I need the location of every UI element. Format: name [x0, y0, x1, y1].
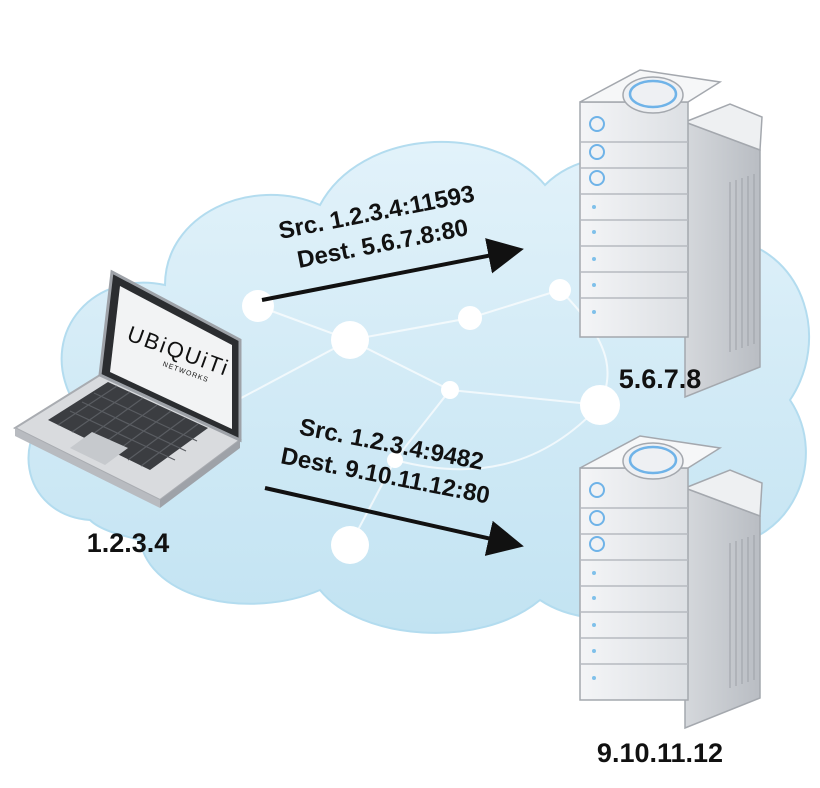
- laptop: UBiQUiTi NETWORKS: [12, 269, 242, 508]
- server-top: [579, 69, 763, 399]
- connection-arrow-bottom: [264, 486, 524, 556]
- server-bottom-address-label: 9.10.11.12: [597, 738, 723, 768]
- connection-arrow-top: [261, 238, 524, 302]
- server-bottom: [579, 435, 763, 730]
- network-nodes: [191, 279, 620, 564]
- server-top-address-label: 5.6.7.8: [619, 364, 702, 394]
- laptop-address-label: 1.2.3.4: [87, 528, 170, 558]
